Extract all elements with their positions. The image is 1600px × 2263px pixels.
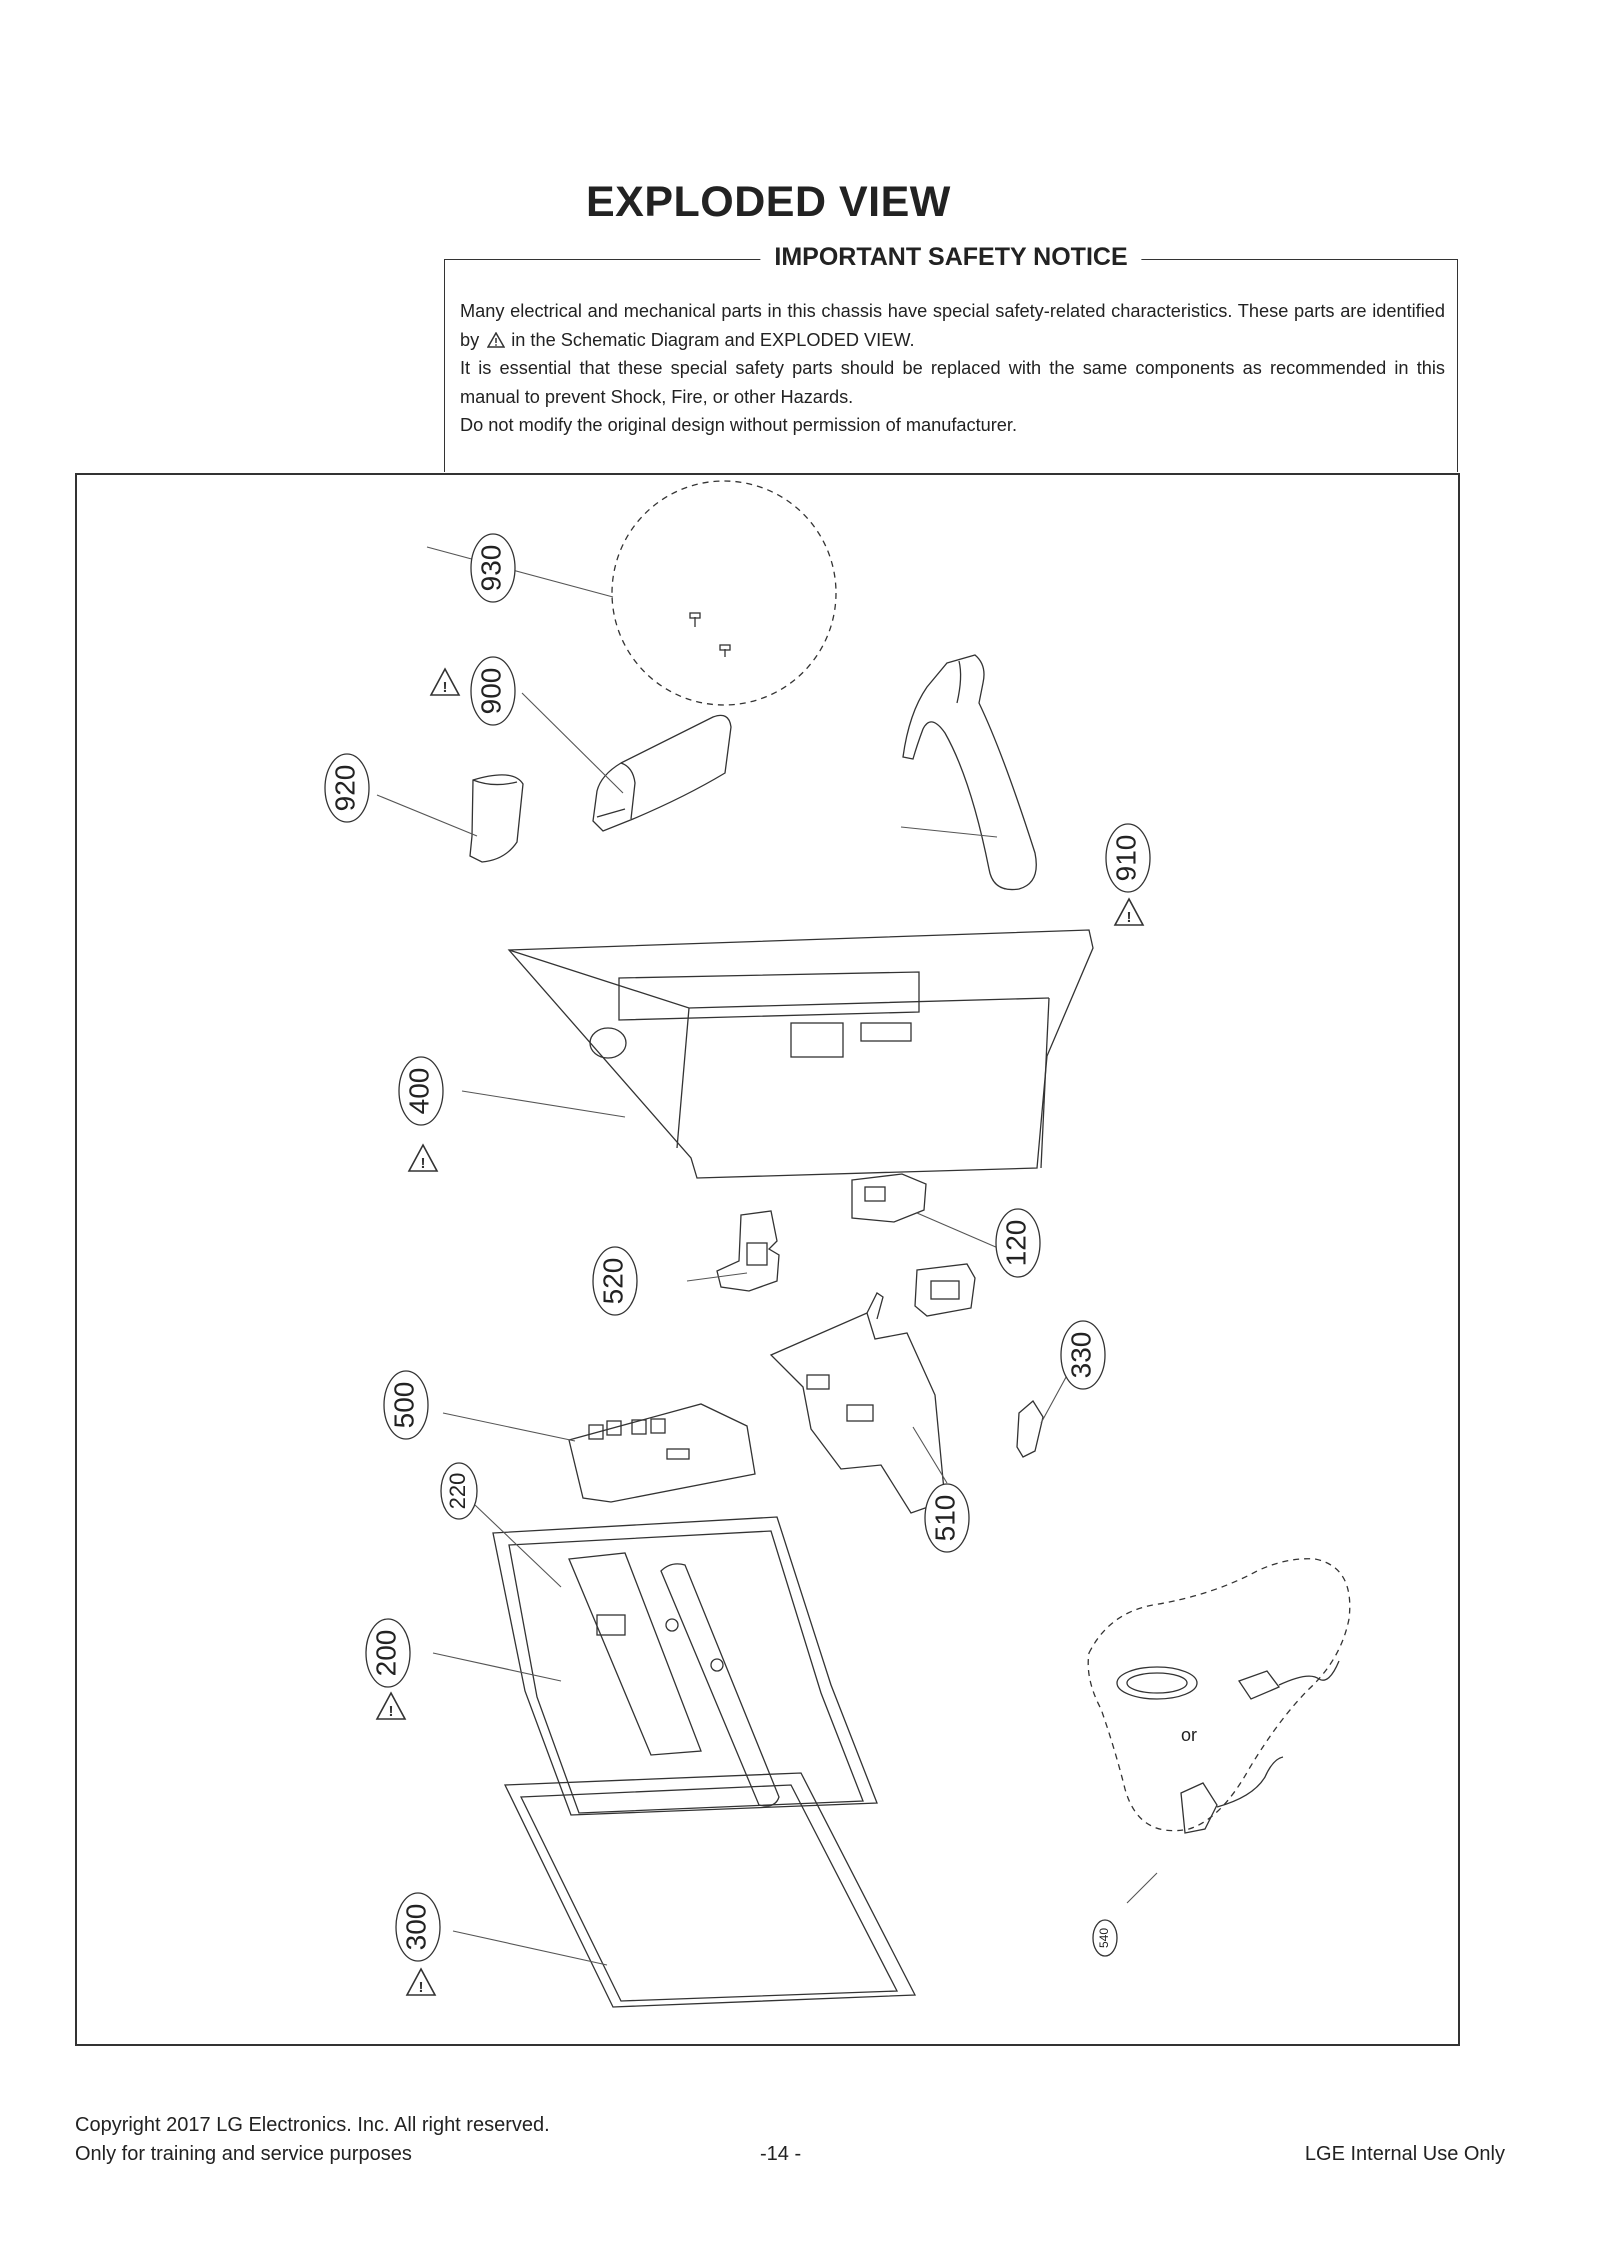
safety-notice-heading: IMPORTANT SAFETY NOTICE xyxy=(760,243,1142,272)
warning-triangle-icon xyxy=(1114,898,1144,927)
exploded-view-frame: ! xyxy=(75,473,1460,2046)
leader-lines xyxy=(376,546,1158,1966)
front-frame-300 xyxy=(503,1772,917,2008)
stand-base-910 xyxy=(902,654,1037,891)
part-120-lower xyxy=(914,1263,976,1317)
screw-930a xyxy=(689,612,701,627)
warning-triangle-icon xyxy=(376,1692,406,1721)
back-cover-400 xyxy=(507,929,1094,1179)
or-label: or xyxy=(1181,1725,1197,1745)
label-ovals xyxy=(324,533,1151,1962)
part-label-330: 330 xyxy=(1065,1332,1096,1379)
part-330 xyxy=(1016,1400,1044,1458)
warning-triangle-icon xyxy=(487,331,506,348)
notice-line1-a: Many electrical and mechanical parts in … xyxy=(460,301,1445,350)
part-label-930: 930 xyxy=(475,545,506,592)
part-label-510: 510 xyxy=(929,1495,960,1542)
notice-line1-b: in the Schematic Diagram and EXPLODED VI… xyxy=(511,329,915,350)
page-title: EXPLODED VIEW xyxy=(586,178,951,226)
wall-adapter-icon xyxy=(1180,1782,1218,1834)
screw-group-outline xyxy=(611,480,837,706)
part-label-900: 900 xyxy=(475,668,506,715)
warning-triangle-icon xyxy=(408,1144,438,1173)
exploded-view-diagram: ! xyxy=(324,480,1351,2008)
safety-notice-paragraph-3: Do not modify the original design withou… xyxy=(460,415,1018,435)
safety-notice-body: Many electrical and mechanical parts in … xyxy=(460,297,1445,440)
footer-page-number: -14 - xyxy=(760,2143,802,2165)
part-label-910: 910 xyxy=(1110,835,1141,882)
part-label-520: 520 xyxy=(597,1258,628,1305)
warning-triangle-icon xyxy=(430,668,460,697)
stand-cover-920 xyxy=(469,774,524,863)
part-label-300: 300 xyxy=(400,1904,431,1951)
part-label-200: 200 xyxy=(370,1630,401,1677)
safety-notice-box: IMPORTANT SAFETY NOTICE Many electrical … xyxy=(444,243,1458,472)
power-cord-icon xyxy=(1116,1666,1198,1700)
footer-purpose: Only for training and service purposes xyxy=(75,2143,412,2165)
part-label-220: 220 xyxy=(445,1473,470,1510)
part-label-500: 500 xyxy=(388,1382,419,1429)
part-label-120: 120 xyxy=(1000,1220,1031,1267)
part-label-400: 400 xyxy=(403,1068,434,1115)
stand-arm-900 xyxy=(592,714,732,832)
safety-notice-paragraph-2: It is essential that these special safet… xyxy=(460,358,1445,407)
adapter-group-outline xyxy=(1087,1558,1351,1832)
main-board-500 xyxy=(568,1403,756,1503)
sub-board-510 xyxy=(769,1312,946,1514)
ac-adapter-icon xyxy=(1237,1670,1281,1700)
screw-930b xyxy=(719,644,731,657)
footer-internal: LGE Internal Use Only xyxy=(1304,2143,1505,2165)
warning-triangle-icon xyxy=(406,1968,436,1997)
safety-notice-paragraph-1: Many electrical and mechanical parts in … xyxy=(460,297,1445,354)
chassis-frame-200 xyxy=(492,1516,878,1816)
part-label-540: 540 xyxy=(1097,1928,1111,1948)
part-120-upper xyxy=(851,1173,927,1223)
footer-copyright: Copyright 2017 LG Electronics. Inc. All … xyxy=(75,2114,550,2136)
jack-520 xyxy=(716,1210,780,1292)
part-label-920: 920 xyxy=(329,765,360,812)
